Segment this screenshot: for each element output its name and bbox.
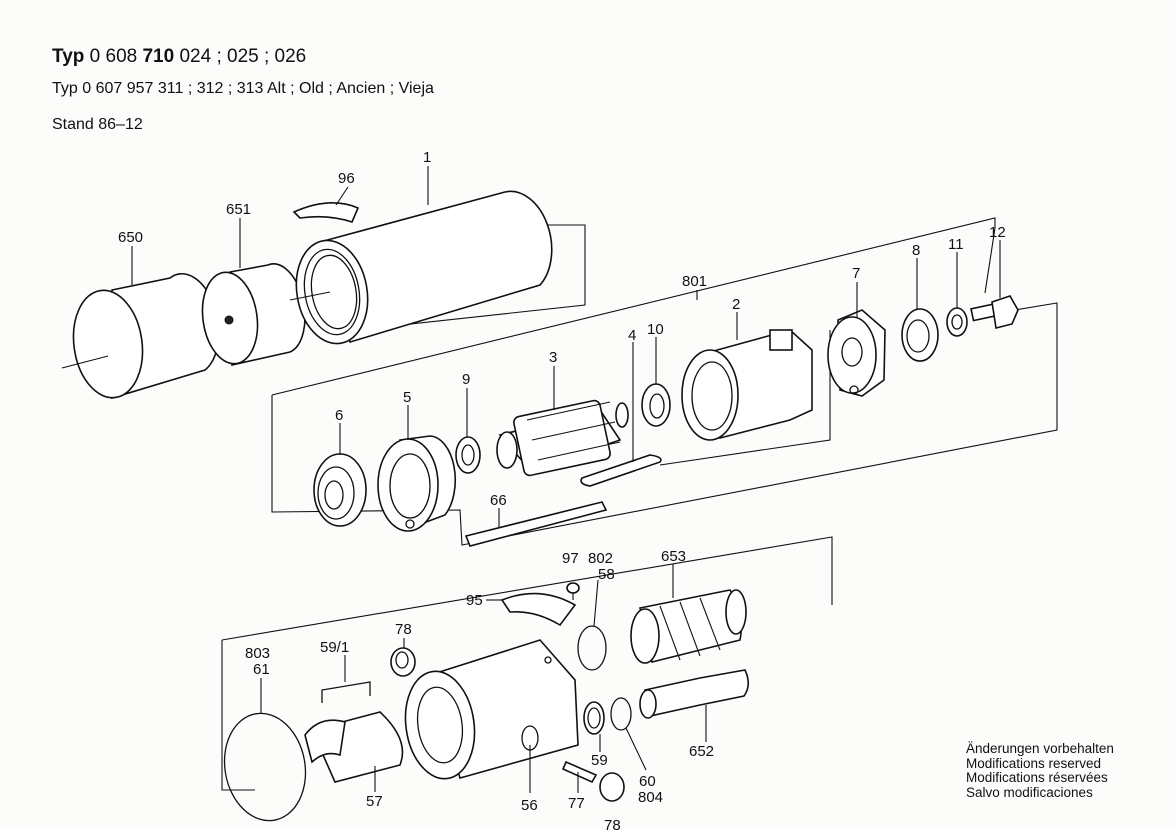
part-96-label bbox=[292, 202, 360, 223]
group-bracket-top bbox=[354, 224, 586, 331]
part-652-hose-nipple bbox=[639, 669, 750, 719]
part-2-cylinder-sleeve bbox=[681, 329, 813, 441]
label-part-97: 97 bbox=[562, 550, 579, 567]
label-part-11: 11 bbox=[948, 236, 964, 253]
label-part-10: 10 bbox=[647, 321, 664, 338]
part-653-exhaust-filter bbox=[630, 589, 747, 664]
label-part-61: 61 bbox=[253, 661, 270, 678]
part-3-rotor bbox=[496, 399, 629, 477]
label-part-66: 66 bbox=[490, 492, 507, 509]
label-part-56: 56 bbox=[521, 797, 538, 814]
part-1-housing-cylinder bbox=[289, 190, 553, 345]
part-95-label bbox=[500, 592, 577, 627]
modifications-reserved-note: Änderungen vorbehalten Modifications res… bbox=[966, 741, 1114, 800]
label-part-5: 5 bbox=[403, 389, 411, 406]
label-part-78-bottom: 78 bbox=[604, 817, 621, 830]
part-57-silencer-felt bbox=[304, 711, 404, 783]
part-78-plug-top bbox=[390, 647, 416, 677]
part-11-washer bbox=[946, 307, 968, 337]
part-58-o-ring bbox=[577, 625, 607, 671]
part-10-washer bbox=[641, 383, 671, 427]
label-part-8: 8 bbox=[912, 242, 920, 259]
part-650-cap bbox=[61, 273, 220, 400]
part-77-pin bbox=[561, 760, 598, 784]
label-part-96: 96 bbox=[338, 170, 355, 187]
label-part-651: 651 bbox=[226, 201, 251, 218]
part-651-felt-filter bbox=[201, 263, 306, 366]
label-part-6: 6 bbox=[335, 407, 343, 424]
label-part-650: 650 bbox=[118, 229, 143, 246]
label-part-95: 95 bbox=[466, 592, 483, 609]
label-part-78-top: 78 bbox=[395, 621, 412, 638]
part-56-handle-housing bbox=[404, 639, 579, 780]
label-part-59: 59 bbox=[591, 752, 608, 769]
label-part-77: 77 bbox=[568, 795, 585, 812]
part-59-strainer bbox=[583, 701, 605, 735]
label-part-3: 3 bbox=[549, 349, 557, 366]
label-part-12: 12 bbox=[989, 224, 1006, 241]
group-bracket-middle bbox=[271, 217, 1058, 546]
label-part-7: 7 bbox=[852, 265, 860, 282]
label-part-652: 652 bbox=[689, 743, 714, 760]
label-part-803: 803 bbox=[245, 645, 270, 662]
label-part-804: 804 bbox=[638, 789, 663, 806]
part-4-vane bbox=[580, 454, 662, 487]
leader-lines bbox=[131, 166, 1001, 793]
label-part-57: 57 bbox=[366, 793, 383, 810]
part-804-seal bbox=[610, 697, 632, 731]
label-part-60: 60 bbox=[639, 773, 656, 790]
part-12-screw bbox=[970, 295, 1019, 329]
stand-date: Stand 86–12 bbox=[52, 116, 143, 133]
type-number-title: Typ 0 608 710 024 ; 025 ; 026 bbox=[52, 46, 307, 67]
label-part-653: 653 bbox=[661, 548, 686, 565]
group-bracket-bottom bbox=[221, 536, 833, 791]
part-6-bearing bbox=[313, 453, 367, 527]
old-type-subtitle: Typ 0 607 957 311 ; 312 ; 313 Alt ; Old … bbox=[52, 80, 434, 97]
label-part-802: 802 bbox=[588, 550, 613, 567]
label-part-58: 58 bbox=[598, 566, 615, 583]
part-59-1-clip bbox=[321, 681, 371, 703]
modifications-es: Salvo modificaciones bbox=[966, 784, 1093, 800]
label-part-59-1: 59/1 bbox=[320, 639, 349, 656]
label-part-801: 801 bbox=[682, 273, 707, 290]
modifications-en: Modifications reserved bbox=[966, 755, 1102, 771]
label-part-1: 1 bbox=[423, 149, 431, 166]
modifications-fr: Modifications réservées bbox=[966, 770, 1108, 786]
modifications-de: Änderungen vorbehalten bbox=[966, 741, 1114, 756]
part-97-screw bbox=[566, 582, 580, 600]
part-78-plug-bottom bbox=[599, 772, 625, 802]
label-part-4: 4 bbox=[628, 327, 636, 344]
part-61-o-ring bbox=[223, 712, 307, 822]
part-66-pin bbox=[464, 501, 608, 547]
part-8-bearing bbox=[901, 308, 939, 362]
label-part-2: 2 bbox=[732, 296, 740, 313]
label-part-9: 9 bbox=[462, 371, 470, 388]
part-9-washer bbox=[455, 436, 481, 474]
part-7-end-plate bbox=[827, 309, 886, 397]
part-5-bearing-cover bbox=[377, 435, 457, 532]
